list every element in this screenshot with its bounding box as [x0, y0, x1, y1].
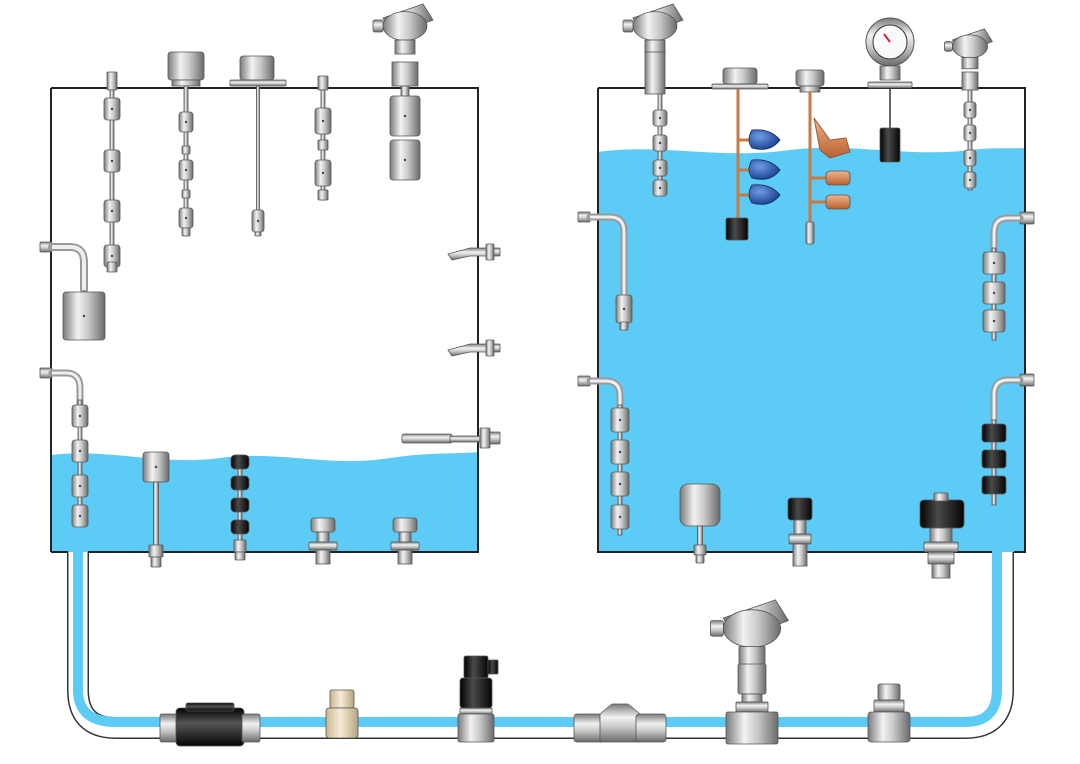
cable-float-copper-cluster [795, 69, 851, 245]
right-elbow-side-multi-float-lower [577, 375, 630, 536]
elbow-side-float-upper [39, 241, 106, 341]
pipe-water [73, 552, 1002, 727]
stem-float-switch-triple [103, 71, 121, 273]
blue-float-middle [738, 159, 781, 180]
magnetic-flow-meter [159, 702, 261, 747]
pressure-transmitter [457, 655, 499, 743]
horizontal-probe-switch [401, 427, 501, 449]
cable-float-blue-cluster [711, 67, 781, 241]
bottom-black-cap-switch [787, 497, 813, 567]
right-elbow-side-float-upper [577, 211, 633, 331]
compression-tee-fitting [867, 683, 911, 743]
right-tank-water [598, 147, 1025, 552]
junction-head-transmitter [622, 3, 684, 197]
bottom-float-rod [142, 451, 170, 568]
junction-head-double-float [944, 28, 993, 191]
junction-head-thermowell [710, 599, 789, 745]
cap-head-multi-float [167, 51, 205, 237]
right-side-elbow-black-floats [981, 373, 1035, 506]
bottom-black-float-stack [230, 454, 250, 561]
brass-tee-fitting [325, 689, 359, 739]
right-side-elbow-multi-float [982, 211, 1035, 341]
junction-head-large-float [372, 3, 434, 181]
blue-float-top [738, 129, 781, 150]
gauge-weight-float [865, 17, 915, 163]
left-tank-water [51, 452, 478, 552]
flange-rod-probe [229, 55, 287, 237]
copper-float-bottom [810, 194, 851, 210]
bottom-mini-float-b [390, 517, 420, 565]
pipe-body [68, 552, 1013, 738]
stem-float-switch-double [314, 75, 332, 201]
horizontal-lever-switch-middle [447, 339, 501, 357]
device-layer [39, 3, 1035, 747]
bottom-capsule-float [679, 483, 721, 564]
sight-flow-indicator [573, 703, 667, 743]
elbow-side-multi-float-lower [39, 367, 89, 528]
bottom-black-large-switch [919, 492, 965, 579]
bottom-mini-float-a [308, 517, 338, 565]
horizontal-lever-switch-upper [447, 243, 501, 261]
blue-float-bottom [738, 184, 781, 205]
copper-float-middle [810, 170, 851, 186]
pipe-outline [67, 552, 1014, 739]
